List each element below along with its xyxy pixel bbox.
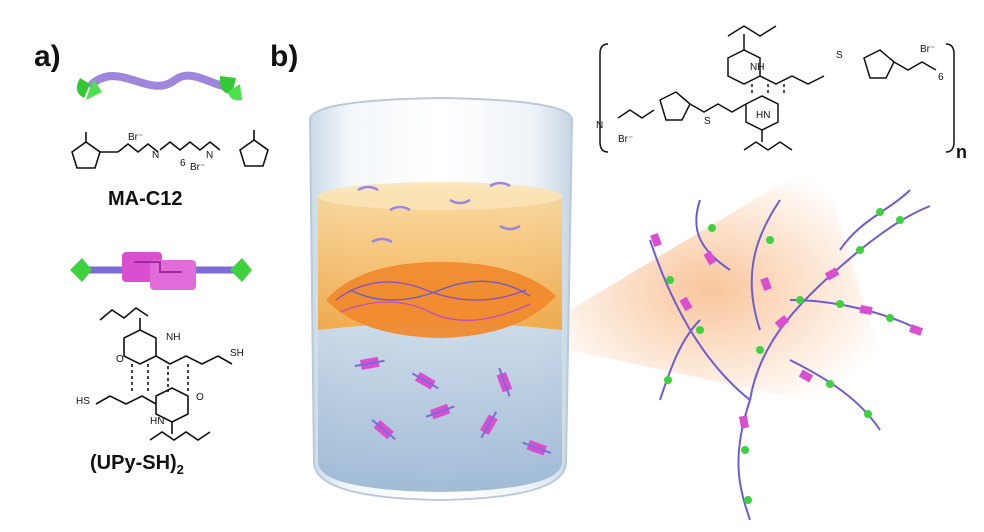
interfacial-film [326,262,556,338]
polymer-six: 6 [938,72,944,83]
upy-sh-name: (UPy-SH)2 [90,452,184,477]
panel-label-a: a) [34,40,61,73]
upy-sh-name-main: (UPy-SH) [90,452,177,474]
network-upy-dimers [650,232,924,429]
polymer-br-left: Br⁻ [618,134,633,145]
polymer-n-left: N [596,120,603,131]
ma-molecules [357,181,521,244]
upy-nh-top: NH [166,332,180,343]
upy-hn-bottom: HN [150,416,164,427]
beaker [308,96,574,502]
ma-n-2: N [206,150,213,161]
ma-c12-structure [71,130,269,169]
panel-label-b: b) [270,40,299,73]
ma-br-1: Br⁻ [128,132,143,143]
upy-sh-cartoon [70,252,252,290]
network-nodes [664,208,904,504]
ma-c12-name: MA-C12 [108,188,183,210]
polymer-br-right: Br⁻ [920,44,935,55]
upy-hs-label: HS [76,396,90,407]
ma-br-2: Br⁻ [190,162,205,173]
ma-n-1: N [152,150,159,161]
polymer-hn: HN [756,110,770,121]
ma-c12-cartoon [76,71,242,101]
polymer-s-left: S [704,116,711,127]
ma-repeat: 6 [180,158,186,169]
upy-molecules [354,356,552,456]
polymer-structure [599,25,955,153]
upy-o-label: O [196,392,204,403]
upy-sh-label: SH [230,348,244,359]
polymer-repeat-n: n [956,142,967,162]
polymer-s-right: S [836,50,843,61]
zoom-glow [520,160,900,420]
upy-o-top: O [116,354,124,365]
upy-sh-structure [95,307,233,441]
polymer-nh: NH [750,62,764,73]
upy-sh-name-sub: 2 [176,462,184,477]
